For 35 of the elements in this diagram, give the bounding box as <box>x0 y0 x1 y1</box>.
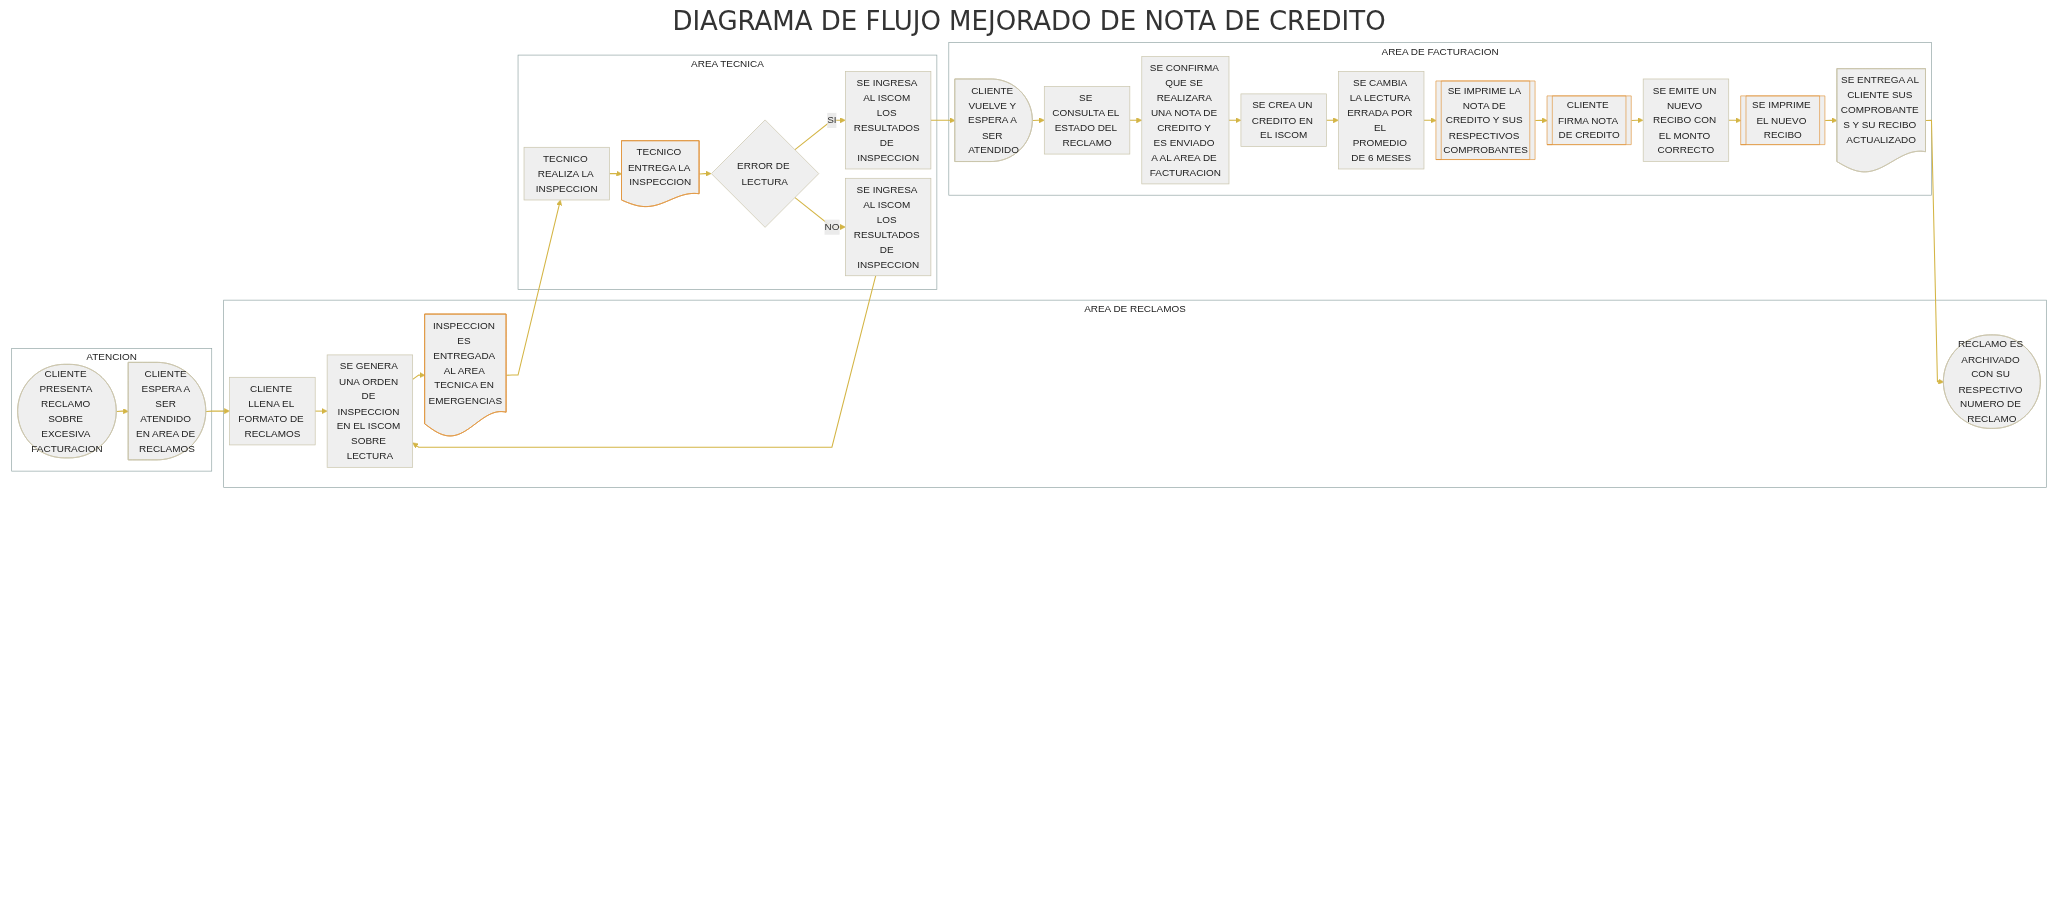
arrow <box>1325 117 1339 124</box>
arrow <box>1925 119 1944 385</box>
node-box: SE CONFIRMA QUE SE REALIZARA UNA NOTA DE CREDITO Y ES ENVIADO A AL AREA DE FACTURACION <box>1141 56 1230 185</box>
arrow <box>698 170 712 177</box>
arrow <box>116 408 129 415</box>
arrow <box>1534 117 1548 124</box>
arrow <box>412 275 877 449</box>
arrow <box>609 170 623 177</box>
arrow <box>1423 117 1437 124</box>
node-box: SE INGRESA AL ISCOM LOS RESULTADOS DE INSPECCION <box>845 71 932 170</box>
arrow <box>205 408 230 414</box>
arrow <box>1228 117 1242 124</box>
arrow <box>794 117 846 151</box>
node-box: CLIENTE LLENA EL FORMATO DE RECLAMOS <box>229 376 316 446</box>
arrow <box>314 408 328 414</box>
node-box: SE EMITE UN NUEVO RECIBO CON EL MONTO CORRECTO <box>1642 78 1730 162</box>
edge-label: SI <box>827 114 837 126</box>
edge-label: NO <box>824 220 840 233</box>
arrow <box>1631 117 1644 124</box>
arrow <box>412 372 426 380</box>
arrow <box>505 199 562 376</box>
arrow <box>1824 117 1838 124</box>
node-box: SE INGRESA AL ISCOM LOS RESULTADOS DE INSPECCION <box>845 177 932 277</box>
arrow <box>1728 117 1742 124</box>
arrow <box>1032 117 1045 124</box>
node-box: SE GENERA UNA ORDEN DE INSPECCION EN EL ISCOM SOBRE LECTURA <box>326 354 413 468</box>
diagram-title: DIAGRAMA DE FLUJO MEJORADO DE NOTA DE CREDITO <box>671 6 1387 36</box>
node-box: SE CONSULTA EL ESTADO DEL RECLAMO <box>1043 86 1131 155</box>
node-box: SE CAMBIA LA LECTURA ERRADA POR EL PROMEDIO DE 6 MESES <box>1338 71 1425 170</box>
arrow <box>794 196 846 230</box>
node-box: SE CREA UN CREDITO EN EL ISCOM <box>1240 93 1327 147</box>
arrow <box>930 117 956 124</box>
arrow <box>1129 117 1143 124</box>
node-diamond: ERROR DE LECTURA <box>711 119 820 228</box>
node-box: TECNICO REALIZA LA INSPECCION <box>523 146 610 201</box>
